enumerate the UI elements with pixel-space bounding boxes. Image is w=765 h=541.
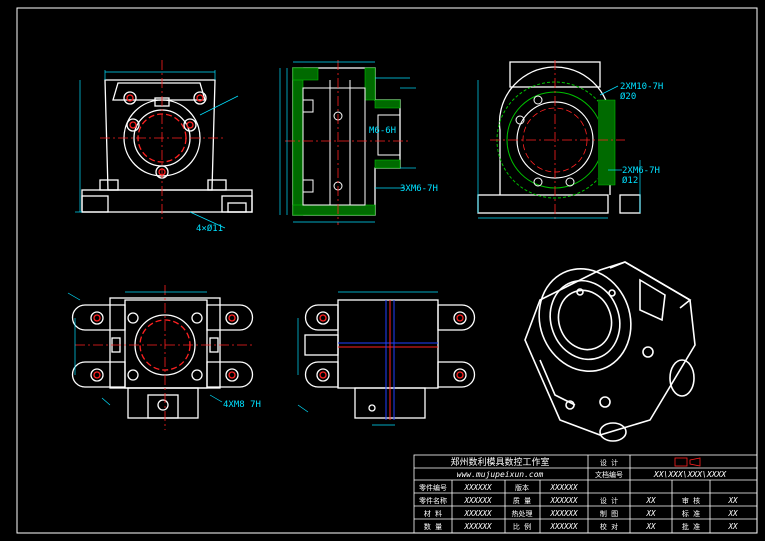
title-left-key: 质 量 (513, 496, 531, 505)
title-left-key: 热处理 (512, 509, 533, 518)
title-right-key: 批 准 (682, 522, 700, 531)
bottom-view-dims (297, 291, 438, 426)
title-left-key: 比 例 (513, 522, 531, 531)
title-right-rows: 设 计 XX 审 核 XX 制 图 XX 标 准 XX 校 对 XX 批 准 XX (600, 496, 738, 531)
bottom-view-cutlines (338, 300, 438, 420)
title-right-value: XX (727, 522, 738, 531)
title-right-key: 标 准 (682, 509, 700, 518)
title-left-value: XXXXXX (463, 496, 492, 505)
plan-view (71, 297, 254, 419)
title-right-key: 审 核 (682, 496, 700, 505)
title-left-value: XXXXXX (549, 483, 578, 492)
title-left-key: 数 量 (424, 522, 442, 531)
title-left-value: XXXXXX (463, 522, 492, 531)
plan-view-centerlines (75, 285, 255, 430)
right-thread-2-callout: 2XM6-7H (622, 166, 660, 176)
right-dia-2-callout: Ø12 (622, 175, 638, 186)
plan-view-dims (67, 291, 223, 406)
isometric-view (524, 261, 696, 442)
right-dia-1-callout: Ø20 (620, 91, 636, 102)
front-holes-callout: 4×Ø11 (196, 223, 223, 234)
title-left-key: 版本 (515, 483, 529, 492)
sheet-border (16, 7, 758, 534)
title-left-value: XXXXXX (549, 496, 578, 505)
title-right-value: XX (645, 496, 656, 505)
title-header-1: 设 计 (600, 458, 618, 467)
title-left-key: 材 料 (424, 509, 442, 518)
title-drawing-no: XX\XXX\XXX\XXXX (653, 470, 727, 479)
title-block (413, 454, 758, 534)
title-left-value: XXXXXX (549, 509, 578, 518)
title-right-key: 制 图 (600, 509, 618, 518)
side-thread-bottom-callout: 3XM6-7H (400, 184, 438, 194)
title-header-2: 文档编号 (595, 470, 623, 479)
title-right-value: XX (645, 522, 656, 531)
side-section-view (279, 60, 416, 225)
title-company: 郑州数利模具数控工作室 (450, 456, 549, 468)
title-right-value: XX (727, 496, 738, 505)
bottom-view (304, 299, 476, 419)
title-right-key: 设 计 (600, 496, 618, 505)
title-right-key: 校 对 (600, 522, 618, 531)
title-left-rows: 零件编号 XXXXXX 版本 XXXXXX 零件名称 XXXXXX 质 量 XXXXXX 材 料… (419, 483, 578, 531)
title-left-value: XXXXXX (549, 522, 578, 531)
title-right-value: XX (727, 509, 738, 518)
side-thread-top-callout: M6-6H (369, 126, 396, 136)
title-left-key: 零件名称 (419, 496, 447, 505)
front-view (81, 79, 253, 213)
title-right-value: XX (645, 509, 656, 518)
title-logo-icon (674, 457, 701, 467)
plan-thread-callout: 4XM8 7H (223, 400, 261, 410)
title-left-value: XXXXXX (463, 483, 492, 492)
right-thread-1-callout: 2XM10-7H (620, 82, 663, 92)
front-view-centerlines (100, 60, 225, 220)
title-left-key: 零件编号 (419, 483, 447, 492)
title-left-value: XXXXXX (463, 509, 492, 518)
title-website: www.mujupeixun.com (457, 470, 544, 479)
right-section-view (477, 60, 641, 220)
front-view-dims (75, 70, 239, 229)
